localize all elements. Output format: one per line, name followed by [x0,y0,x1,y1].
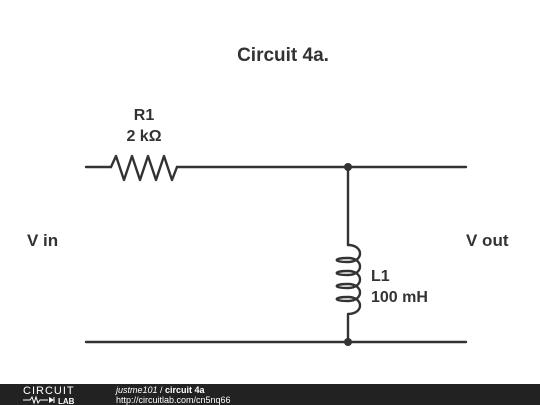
footer-separator: / [157,385,166,395]
circuit-url-link[interactable]: http://circuitlab.com/cn5nq66 [116,395,231,405]
footer-credits: justme101 / circuit 4a http://circuitlab… [116,385,231,405]
circuitlab-logo-icon[interactable]: CIRCUIT LAB [22,384,102,405]
circuit-name-link[interactable]: circuit 4a [165,385,205,395]
resistor-icon [109,154,179,182]
logo-top-text: CIRCUIT [23,385,75,397]
logo-bottom-text: LAB [58,397,75,405]
input-label: V in [27,231,58,250]
diagram-title: Circuit 4a. [237,45,329,66]
l1-value-label: 100 mH [371,289,428,306]
r1-ref-label: R1 [134,107,155,124]
author-link[interactable]: justme101 [116,385,158,395]
output-label: V out [466,231,509,250]
shunt-branch [335,165,362,344]
top-wire [84,154,468,182]
footer-bar: CIRCUIT LAB justme101 / circuit 4a http:… [0,384,540,405]
node-bottom [344,338,352,346]
inductor-icon [335,243,362,344]
l1-ref-label: L1 [371,268,390,285]
circuit-diagram: Circuit 4a. R1 2 kΩ L1 100 mH V in V out [27,45,509,346]
r1-value-label: 2 kΩ [126,128,161,145]
